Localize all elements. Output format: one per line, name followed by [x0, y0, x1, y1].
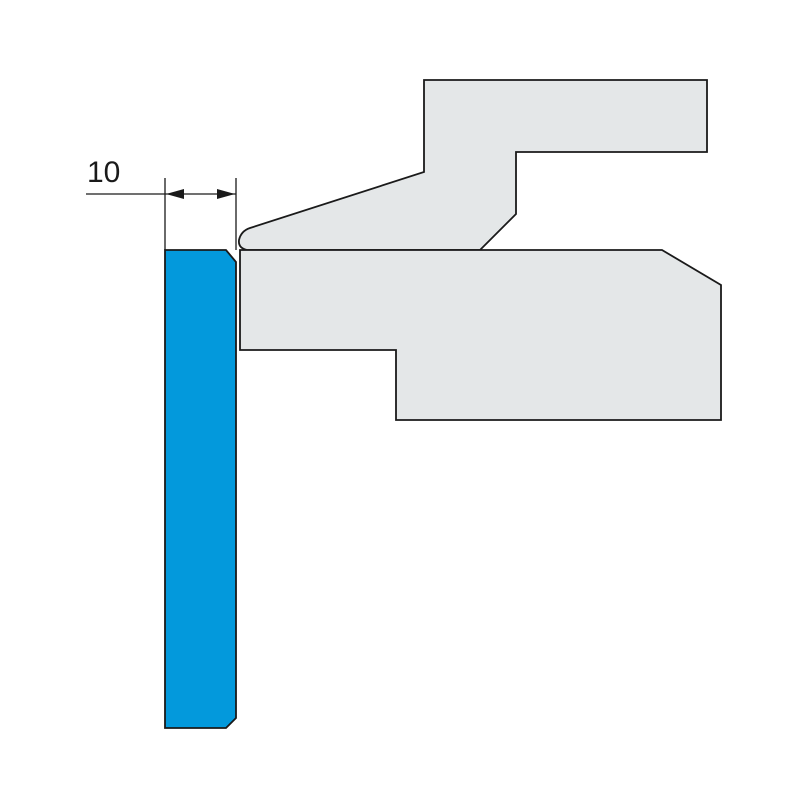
hinge-mounting-plate	[239, 249, 722, 421]
door-panel	[164, 249, 237, 729]
dimension-label: 10	[87, 156, 120, 189]
hinge-arm-upper	[238, 79, 708, 251]
dimension-arrow-left	[166, 189, 184, 199]
dimension-arrow-right	[217, 189, 235, 199]
